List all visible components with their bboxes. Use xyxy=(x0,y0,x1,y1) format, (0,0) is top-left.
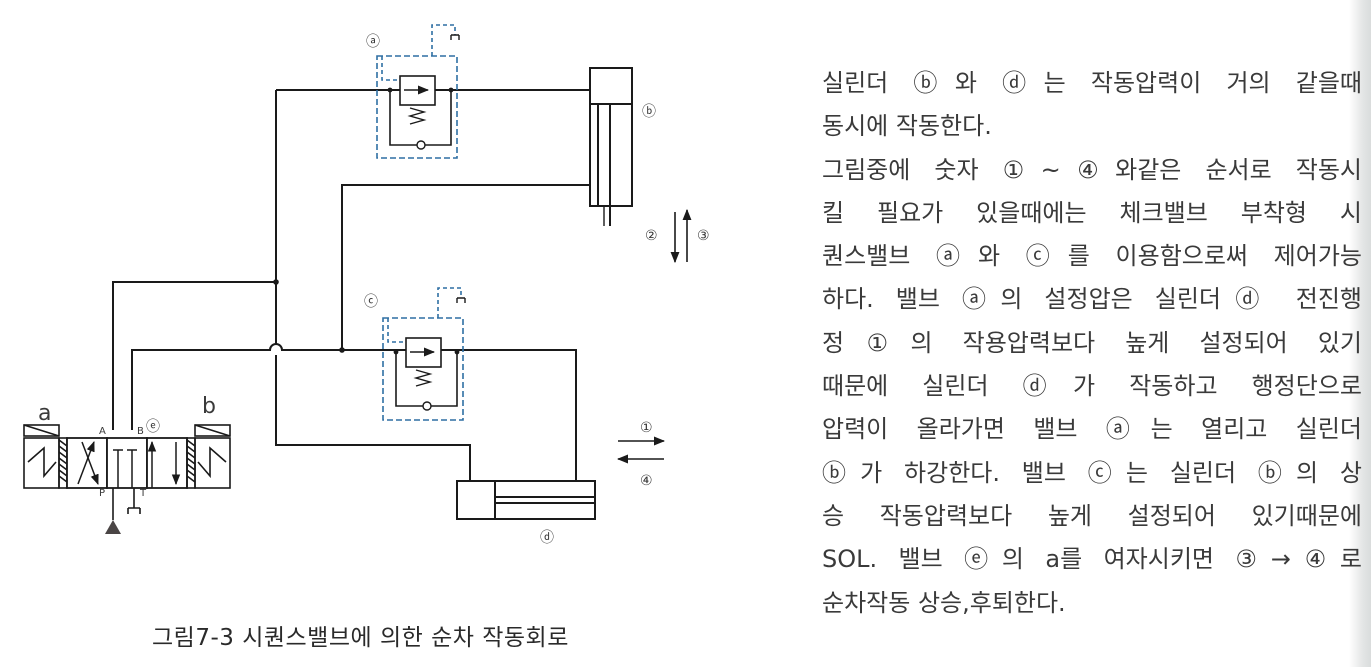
label-valve-c: ⓒ xyxy=(364,294,378,310)
solenoid-valve-e: A B P T ⓔ a b xyxy=(23,394,231,534)
line-b-to-valve-c xyxy=(131,343,577,482)
scan-edge-shadow xyxy=(1349,0,1371,667)
description-line: 하다. 밸브 ⓐ의 설정압은 실린더ⓓ 전진행 xyxy=(822,285,1362,314)
port-P: P xyxy=(99,488,105,499)
figure-caption: 그림7-3 시퀀스밸브에 의한 순차 작동회로 xyxy=(152,625,569,651)
label-step-3: ③ xyxy=(697,228,710,244)
label-cylinder-d: ⓓ xyxy=(540,530,554,546)
label-solenoid-b: b xyxy=(202,394,216,419)
sequence-valve-a: ⓐ xyxy=(366,24,460,159)
description-line: ⓑ가 하강한다. 밸브 ⓒ는 실린더 ⓑ의 상 xyxy=(822,458,1362,487)
line-cylinder-b-lower xyxy=(341,184,592,350)
stroke-arrows-d xyxy=(616,436,666,464)
cylinder-d xyxy=(456,480,596,520)
port-T: T xyxy=(139,488,147,499)
line-a-bypass-down xyxy=(275,355,471,482)
label-step-2: ② xyxy=(645,228,658,244)
label-valve-a: ⓐ xyxy=(366,34,380,50)
sequence-valve-c: ⓒ xyxy=(364,287,466,421)
label-step-4: ④ xyxy=(640,473,653,489)
description-text: 실린더 ⓑ와 ⓓ는 작동압력이 거의 같을때 동시에 작동한다. 그림중에 숫자… xyxy=(822,62,1362,625)
description-line: 그림중에 숫자 ①~④와같은 순서로 작동시 xyxy=(822,155,1362,184)
description-line: 동시에 작동한다. xyxy=(822,112,992,141)
description-line: 때문에 실린더 ⓓ가 작동하고 행정단으로 xyxy=(822,372,1362,401)
description-line: 압력이 올라가면 밸브 ⓐ는 열리고 실린더 xyxy=(822,415,1362,444)
stroke-arrows-b xyxy=(670,208,692,264)
hydraulic-circuit-diagram: ⓐ ⓒ ⓑ ② ③ ⓓ xyxy=(23,24,710,546)
description-line: 실린더 ⓑ와 ⓓ는 작동압력이 거의 같을때 xyxy=(822,69,1362,97)
label-valve-e: ⓔ xyxy=(146,419,160,435)
description-line: 순차작동 상승,후퇴한다. xyxy=(822,588,1066,617)
description-line: 퀀스밸브 ⓐ와 ⓒ를 이용함으로써 제어가능 xyxy=(822,242,1362,271)
description-line: SOL. 밸브 ⓔ의 a를 여자시키면 ③→④로 xyxy=(822,545,1362,574)
line-A-port xyxy=(112,281,276,430)
main-lines xyxy=(112,89,592,482)
cylinder-b xyxy=(589,67,633,226)
description-line: 정①의 작용압력보다 높게 설정되어 있기 xyxy=(822,328,1362,357)
junction-dots xyxy=(273,279,345,353)
port-A: A xyxy=(99,426,106,437)
label-step-1: ① xyxy=(640,420,653,436)
label-solenoid-a: a xyxy=(38,401,51,426)
label-cylinder-b: ⓑ xyxy=(642,104,656,120)
port-B: B xyxy=(137,426,144,437)
description-line: 킬 필요가 있을때에는 체크밸브 부착형 시 xyxy=(822,198,1362,227)
description-line: 승 작동압력보다 높게 설정되어 있기때문에 xyxy=(822,501,1362,530)
